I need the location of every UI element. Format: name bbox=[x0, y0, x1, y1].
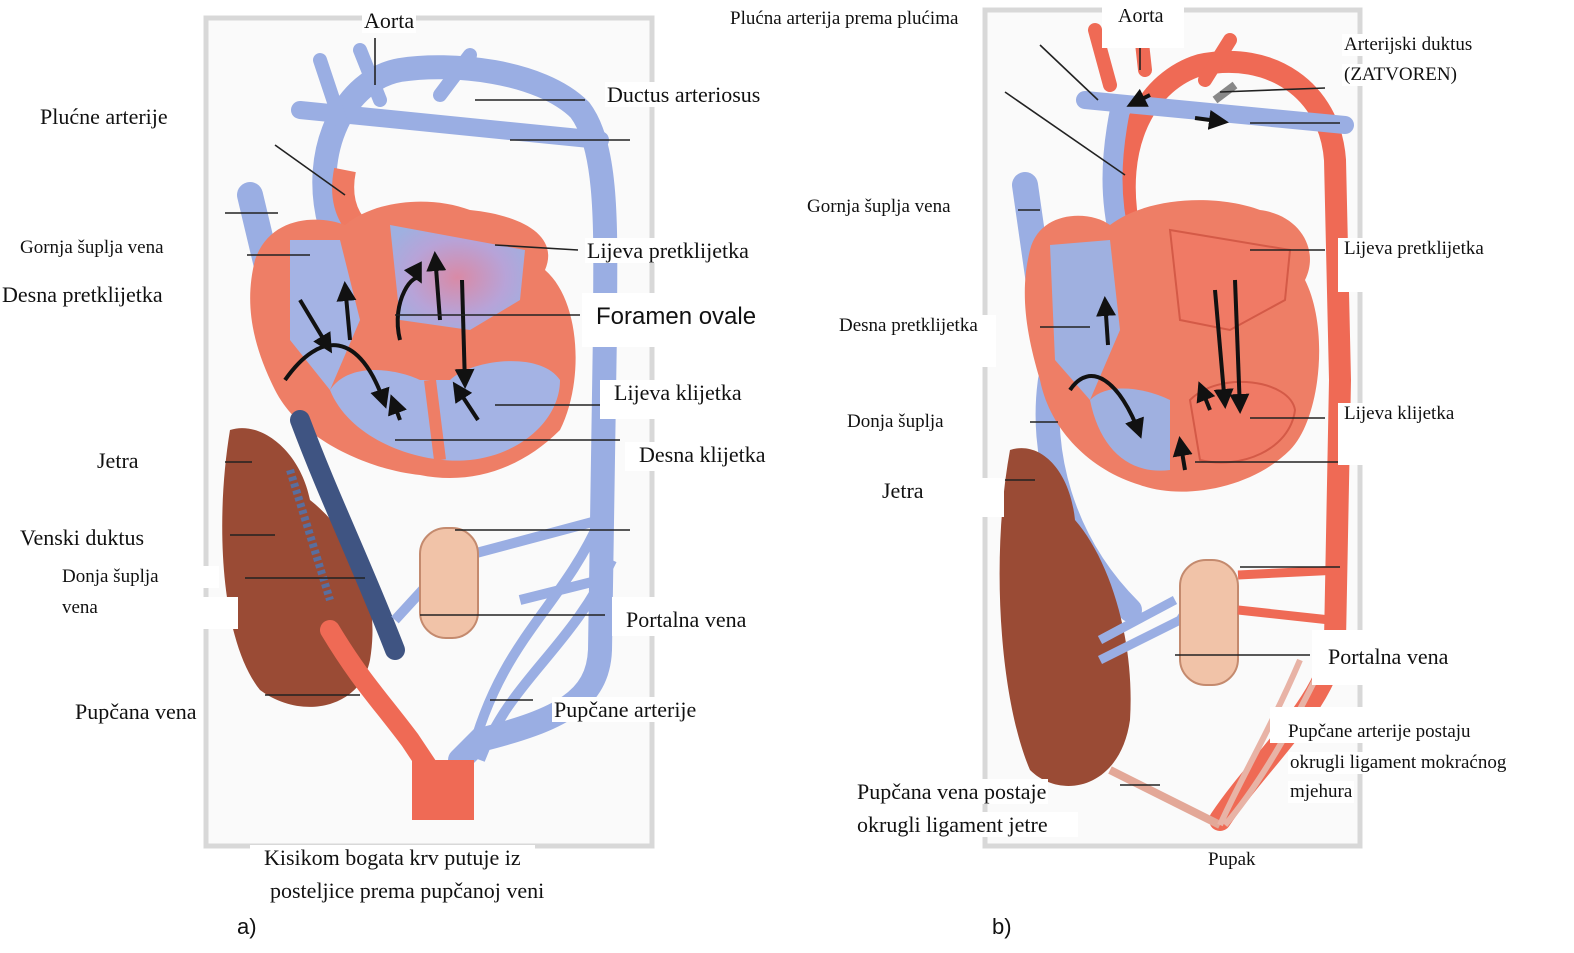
label-donja-suplja-vena-a-2: vena bbox=[60, 597, 238, 629]
caption-b: b) bbox=[990, 914, 1014, 939]
label-pupcana-vena-a: Pupčana vena bbox=[73, 699, 199, 724]
label-donja-suplja-b: Donja šuplja bbox=[843, 411, 964, 441]
label-arterijski-duktus-1: Arterijski duktus bbox=[1342, 34, 1474, 56]
label-pupcane-arterije-a: Pupčane arterije bbox=[552, 697, 698, 722]
label-plucna-arterija: Plućna arterija prema plućima bbox=[728, 8, 960, 30]
label-desna-klijetka: Desna klijetka bbox=[625, 442, 779, 471]
label-aorta-b: Aorta bbox=[1102, 5, 1184, 48]
intestine-a bbox=[420, 528, 478, 638]
label-pupcane-arterije-b-3: mjehura bbox=[1288, 781, 1354, 803]
label-lijeva-pretklijetka-b: Lijeva pretklijetka bbox=[1338, 238, 1502, 292]
label-gornja-suplja-vena-a: Gornja šuplja vena bbox=[18, 237, 166, 259]
label-pupcana-vena-b-2: okrugli ligament jetre bbox=[855, 812, 1078, 837]
label-venski-duktus: Venski duktus bbox=[18, 525, 164, 550]
label-arterijski-duktus-2: (ZATVOREN) bbox=[1342, 64, 1459, 86]
label-donja-suplja-vena-a-1: Donja šuplja bbox=[60, 566, 219, 588]
label-aorta-a: Aorta bbox=[362, 8, 416, 33]
label-lijeva-klijetka-b: Lijeva klijetka bbox=[1338, 403, 1484, 465]
label-foramen-ovale: Foramen ovale bbox=[582, 293, 770, 347]
label-lijeva-pretklijetka-a: Lijeva pretklijetka bbox=[585, 238, 751, 263]
label-pupcana-vena-b-1: Pupčana vena postaje bbox=[855, 779, 1048, 804]
label-jetra-a: Jetra bbox=[95, 448, 141, 473]
caption-a: a) bbox=[235, 914, 259, 939]
label-lijeva-klijetka-a: Lijeva klijetka bbox=[600, 380, 756, 419]
label-portalna-vena-a: Portalna vena bbox=[612, 597, 762, 636]
label-ductus-arteriosus: Ductus arteriosus bbox=[605, 82, 762, 107]
label-pupcane-arterije-b-1: Pupčane arterije postaju bbox=[1270, 707, 1471, 743]
label-jetra-b: Jetra bbox=[878, 478, 1004, 517]
label-plucne-arterije: Plućne arterije bbox=[38, 104, 170, 129]
label-portalna-vena-b: Portalna vena bbox=[1312, 630, 1468, 685]
intestine-b bbox=[1180, 560, 1238, 685]
umbilical-cord-a bbox=[412, 760, 474, 820]
label-desna-pretklijetka-a: Desna pretklijetka bbox=[0, 282, 165, 307]
label-desna-pretklijetka-b: Desna pretklijetka bbox=[833, 315, 996, 367]
label-bottom-a-1: Kisikom bogata krv putuje iz bbox=[250, 845, 535, 870]
label-pupcane-arterije-b-2: okrugli ligament mokraćnog bbox=[1288, 752, 1508, 774]
label-bottom-a-2: posteljice prema pupčanoj veni bbox=[268, 878, 546, 903]
label-pupak: Pupak bbox=[1198, 849, 1316, 875]
label-gornja-suplja-vena-b: Gornja šuplja vena bbox=[805, 196, 953, 218]
